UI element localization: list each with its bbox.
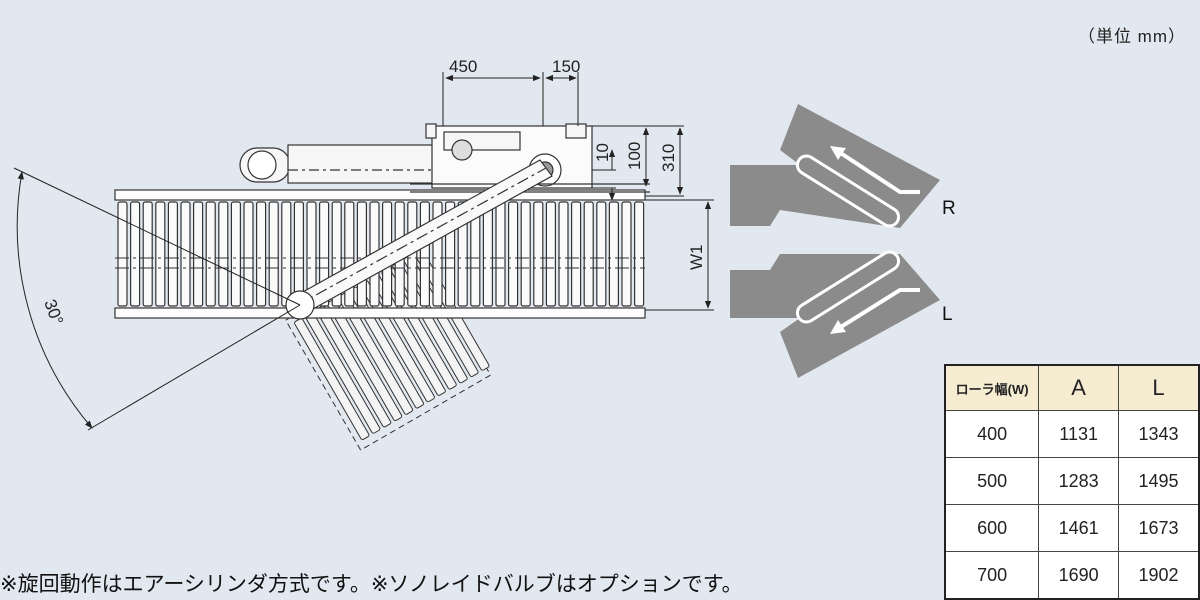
- roller-slat: [218, 201, 229, 307]
- dim-100: 100: [625, 142, 644, 170]
- roller-slat: [508, 201, 519, 307]
- cell-a: 1131: [1038, 410, 1120, 458]
- roller-slat: [167, 201, 178, 307]
- roller-slat: [326, 299, 403, 422]
- cell-width: 700: [944, 551, 1040, 600]
- arrow-l-icon: [834, 288, 920, 332]
- roller-slat: [180, 201, 191, 307]
- cell-width: 500: [944, 457, 1040, 505]
- roller-slat: [205, 201, 216, 307]
- roller-slat: [294, 318, 370, 440]
- table-row: 700 1690 1902: [944, 551, 1200, 600]
- roller-slat: [243, 201, 254, 307]
- roller-slat: [545, 201, 557, 307]
- direction-diagram-r: R: [730, 104, 956, 228]
- cell-a: 1283: [1038, 457, 1120, 505]
- pivot-circle-top: [247, 150, 277, 180]
- roller-slat: [482, 201, 493, 307]
- cell-l: 1902: [1118, 551, 1200, 600]
- direction-diagram-l: L: [730, 250, 953, 378]
- roller-slat: [533, 201, 544, 307]
- header-a: A: [1038, 364, 1120, 411]
- spec-table: ローラ幅(W) A L 400 1131 1343 500 1283 1495 …: [944, 364, 1200, 600]
- roller-slat: [117, 201, 128, 307]
- cell-a: 1461: [1038, 504, 1120, 552]
- roller-slat: [419, 201, 430, 307]
- dim-w1: W1: [687, 245, 706, 271]
- roller-slat: [583, 201, 594, 307]
- roller-slat: [256, 201, 267, 307]
- main-rollers: [117, 201, 645, 307]
- belt-r: [795, 154, 901, 228]
- roller-slat: [268, 201, 279, 307]
- roller-slat: [356, 201, 367, 307]
- dim-10: 10: [593, 143, 612, 162]
- roller-slat: [230, 201, 241, 307]
- roller-slat: [457, 201, 468, 307]
- roller-slat: [621, 201, 632, 307]
- dim-150: 150: [552, 57, 580, 76]
- footnote: ※旋回動作はエアーシリンダ方式です。※ソノレイドバルブはオプションです。: [0, 573, 743, 596]
- roller-slat: [155, 201, 166, 307]
- table-row: 400 1131 1343: [944, 410, 1200, 458]
- dim-angle: 30°: [40, 297, 67, 328]
- belt-l: [795, 250, 901, 324]
- label-r: R: [942, 198, 956, 219]
- roller-slat: [520, 201, 531, 307]
- table-row: 600 1461 1673: [944, 504, 1200, 552]
- roller-slat: [558, 201, 569, 307]
- cell-width: 600: [944, 504, 1040, 552]
- label-l: L: [942, 304, 953, 325]
- main-conveyor: [114, 189, 646, 319]
- header-l: L: [1118, 364, 1200, 411]
- roller-slat: [193, 201, 204, 307]
- drive-unit: [239, 123, 650, 320]
- roller-slat: [142, 201, 153, 307]
- header-roller-width: ローラ幅(W): [944, 364, 1040, 411]
- cell-l: 1343: [1118, 410, 1200, 458]
- unit-label: （単位 mm）: [1077, 27, 1186, 46]
- arrow-r-icon: [834, 148, 920, 194]
- cell-width: 400: [944, 410, 1040, 458]
- roller-slat: [596, 201, 607, 307]
- cell-a: 1690: [1038, 551, 1120, 600]
- dim-450: 450: [449, 57, 477, 76]
- roller-slat: [130, 201, 141, 307]
- table-header-row: ローラ幅(W) A L: [944, 364, 1200, 411]
- roller-slat: [293, 201, 304, 307]
- dimension-lines: [13, 72, 714, 431]
- cell-l: 1673: [1118, 504, 1200, 552]
- roller-slat: [633, 201, 645, 307]
- roller-slat: [495, 201, 506, 307]
- roller-slat: [570, 201, 582, 307]
- table-row: 500 1283 1495: [944, 457, 1200, 505]
- roller-slat: [281, 201, 292, 307]
- dim-310: 310: [659, 144, 678, 172]
- cell-l: 1495: [1118, 457, 1200, 505]
- roller-slat: [608, 201, 620, 307]
